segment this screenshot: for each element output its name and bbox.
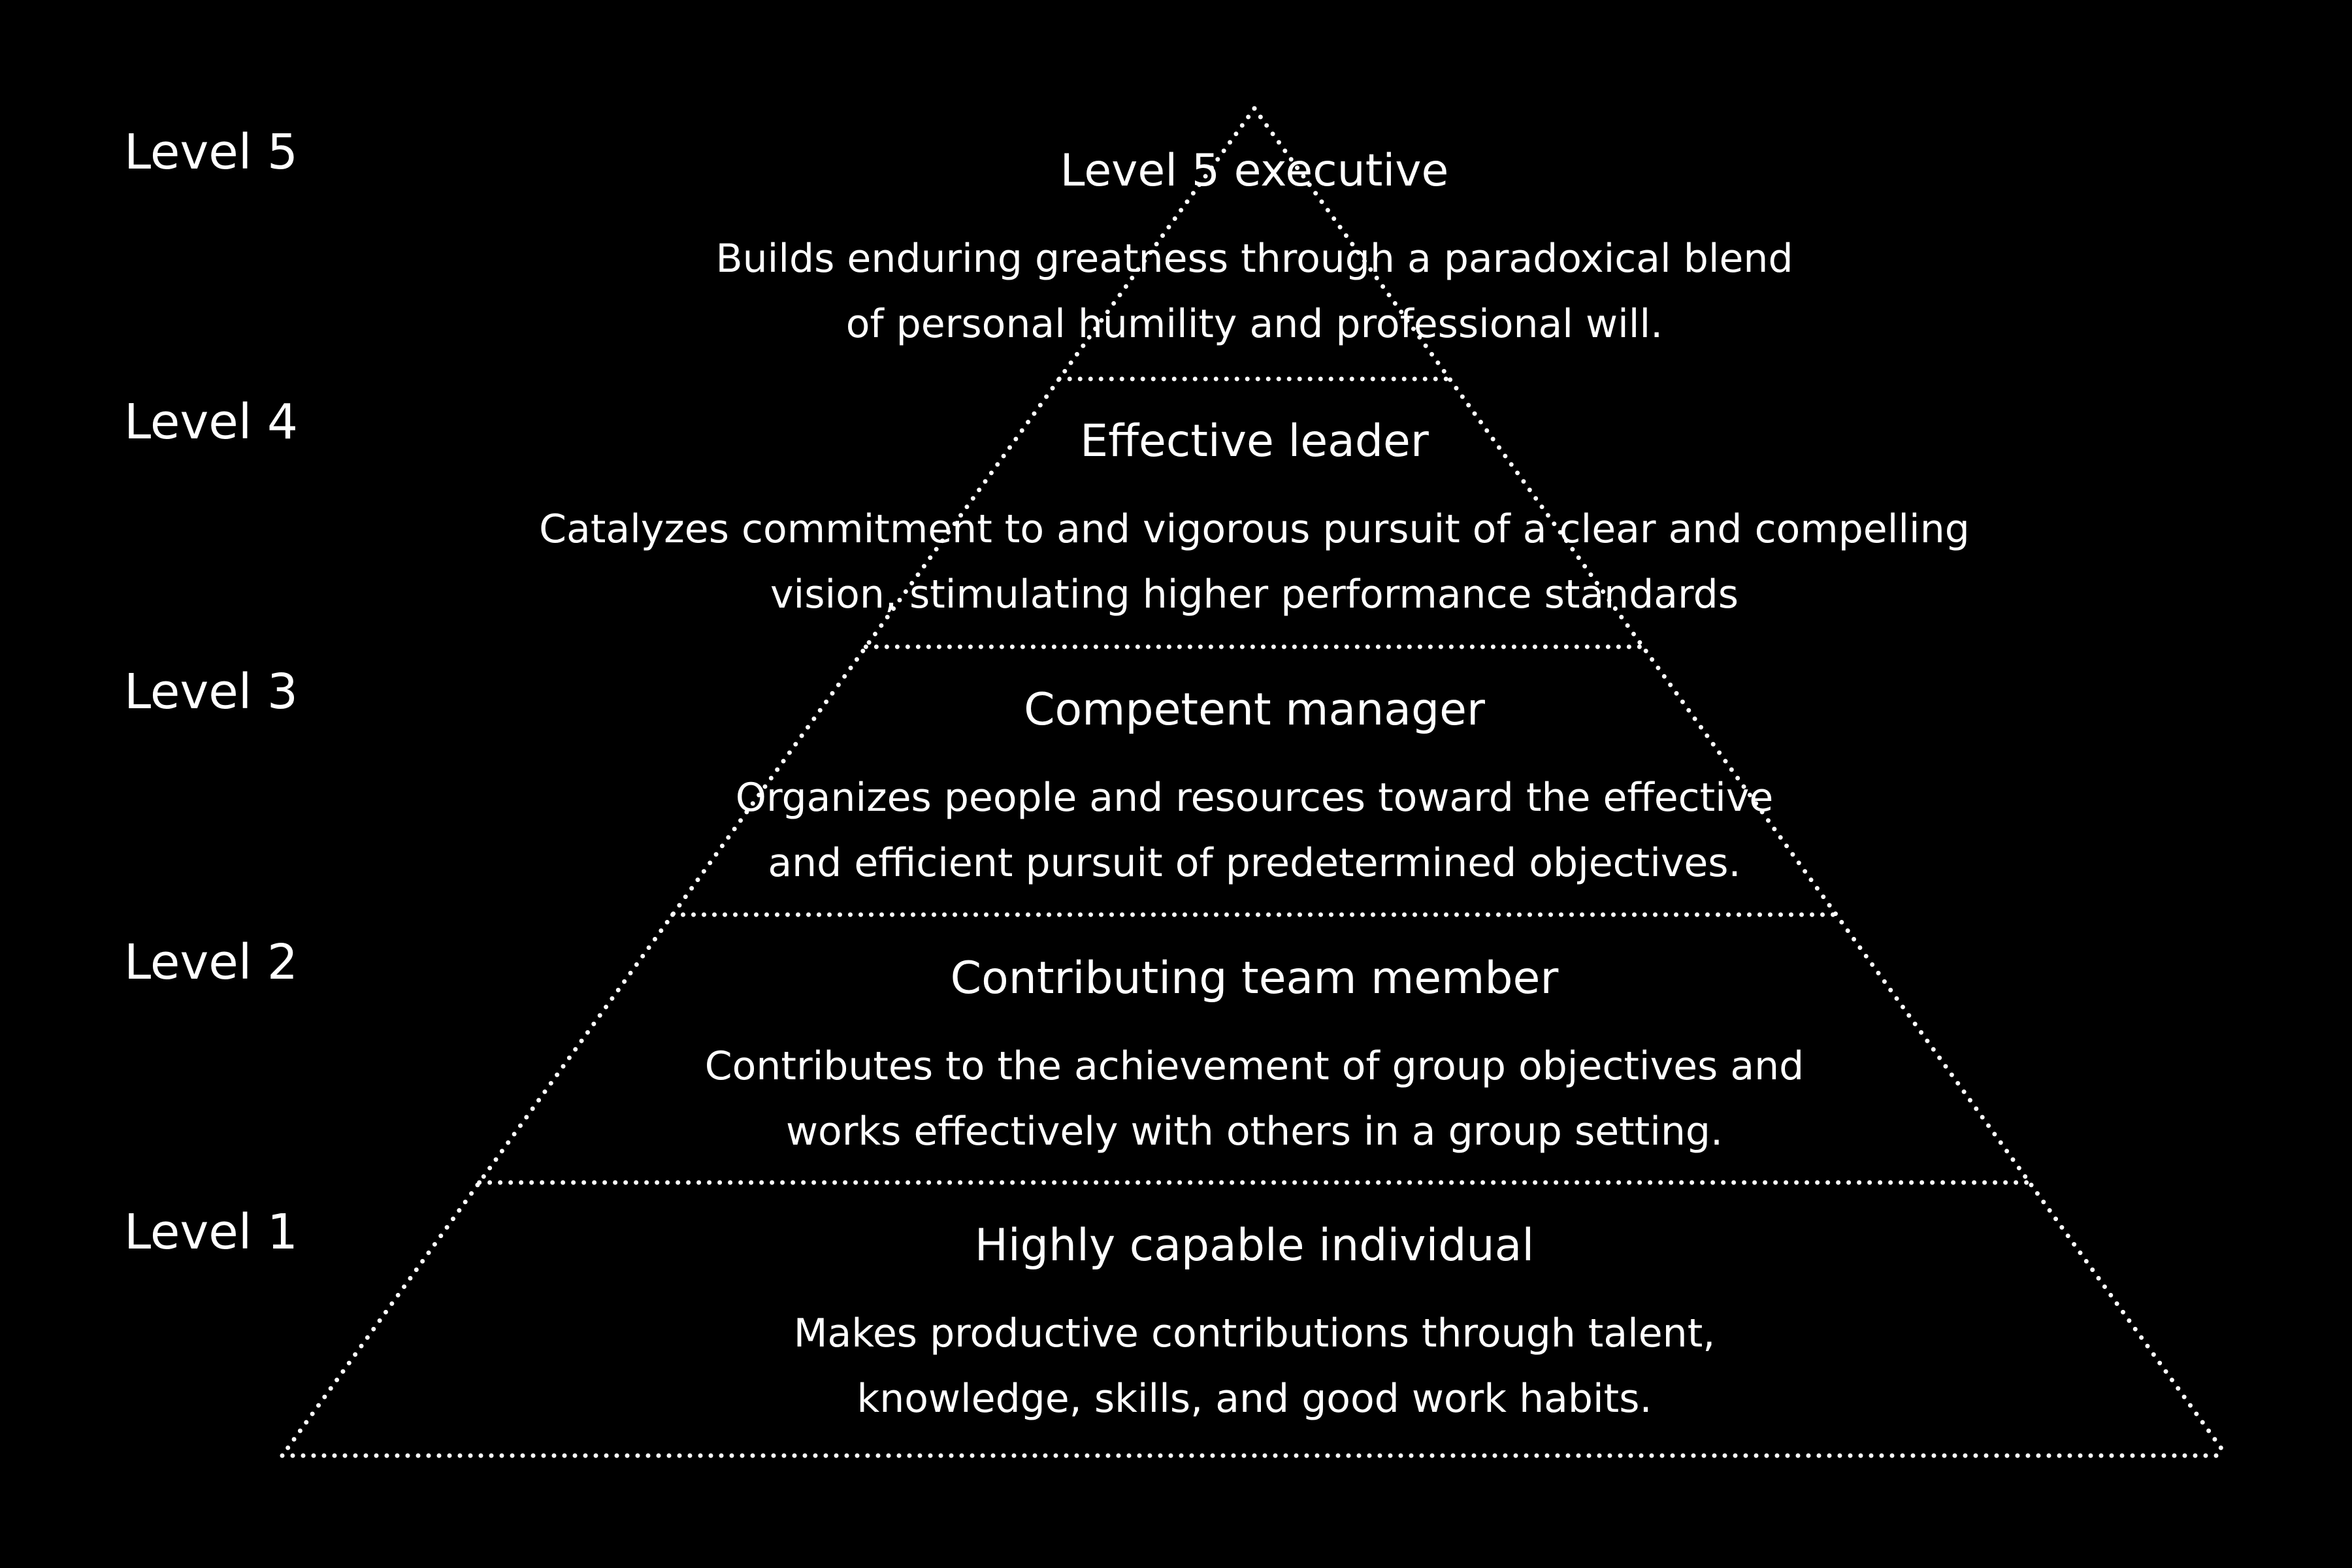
tier-description-line: vision, stimulating higher performance s…	[770, 572, 1739, 617]
tier-level-5: Level 5 executive Builds enduring greatn…	[0, 149, 2352, 357]
level-label-3: Level 3	[124, 664, 298, 720]
tier-description-line: Organizes people and resources toward th…	[735, 775, 1774, 821]
tier-title: Highly capable individual	[974, 1220, 1535, 1271]
tier-level-1: Highly capable individual Makes producti…	[0, 1224, 2352, 1431]
tier-title: Competent manager	[1024, 684, 1485, 736]
level-label-4: Level 4	[124, 394, 298, 450]
level-label-1: Level 1	[124, 1204, 298, 1260]
tier-description-line: Contributes to the achievement of group …	[704, 1043, 1805, 1089]
tier-description: Organizes people and resources toward th…	[0, 765, 2352, 896]
tier-description-line: and efficient pursuit of predetermined o…	[768, 840, 1741, 886]
tier-description: Catalyzes commitment to and vigorous pur…	[0, 497, 2352, 627]
tier-description: Contributes to the achievement of group …	[0, 1034, 2352, 1164]
tier-title: Level 5 executive	[1060, 145, 1449, 197]
tier-description-line: Catalyzes commitment to and vigorous pur…	[539, 506, 1970, 552]
tier-level-4: Effective leader Catalyzes commitment to…	[0, 419, 2352, 627]
tier-description-line: Makes productive contributions through t…	[793, 1311, 1716, 1356]
tier-level-3: Competent manager Organizes people and r…	[0, 688, 2352, 896]
tier-title: Effective leader	[1080, 416, 1429, 467]
tier-description-line: of personal humility and professional wi…	[845, 301, 1663, 347]
tier-description-line: knowledge, skills, and good work habits.	[857, 1376, 1652, 1422]
tier-description-line: Builds enduring greatness through a para…	[715, 236, 1793, 282]
tier-level-2: Contributing team member Contributes to …	[0, 956, 2352, 1164]
tier-title: Contributing team member	[950, 953, 1559, 1004]
level-label-2: Level 2	[124, 934, 298, 990]
tier-description: Builds enduring greatness through a para…	[0, 226, 2352, 357]
level-label-5: Level 5	[124, 124, 298, 180]
tier-description-line: works effectively with others in a group…	[785, 1109, 1723, 1154]
tier-description: Makes productive contributions through t…	[0, 1301, 2352, 1431]
